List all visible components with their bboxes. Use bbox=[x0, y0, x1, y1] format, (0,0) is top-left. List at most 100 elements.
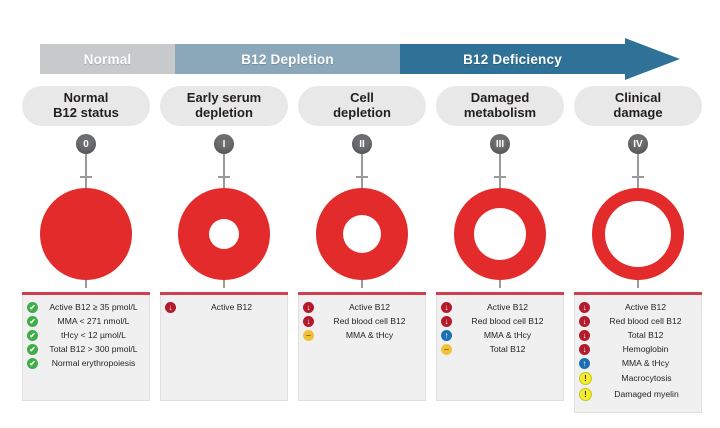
list-item: ↓ Active B12 bbox=[579, 302, 697, 313]
connector-stem bbox=[85, 154, 87, 180]
b12-store-donut-wrap bbox=[160, 180, 288, 288]
stage-badge: 0 bbox=[76, 134, 96, 154]
list-item: !Damaged myelin bbox=[579, 388, 697, 401]
stage-badge: IV bbox=[628, 134, 648, 154]
stage-badge-wrap: 0 bbox=[22, 126, 150, 180]
list-item-label: MMA & tHcy bbox=[345, 329, 394, 340]
panel-top-rule bbox=[574, 292, 702, 295]
stage-title-line2: damage bbox=[613, 105, 663, 120]
stage-title-line1: Normal bbox=[63, 90, 109, 106]
findings-list: ↓ Active B12 ↓ Red blood cell B12 ↓ Total B12… bbox=[574, 295, 702, 413]
panel-top-rule bbox=[22, 292, 150, 295]
stage-findings-panel: ↓Active B12↓Red blood cell B12↑MMA & tHc… bbox=[436, 292, 564, 401]
bar-segment-label: Normal bbox=[83, 51, 132, 67]
list-item: ✔tHcy < 12 µmol/L bbox=[27, 330, 145, 341]
arrow-down-icon: ↓ bbox=[441, 302, 452, 313]
list-item: ✔Total B12 > 300 pmol/L bbox=[27, 344, 145, 355]
arrow-down-icon: ↓ bbox=[303, 316, 314, 327]
list-item-label: Macrocytosis bbox=[621, 372, 672, 383]
b12-store-donut bbox=[592, 188, 684, 280]
stage-badge-wrap: III bbox=[436, 126, 564, 180]
check-icon: ✔ bbox=[27, 316, 38, 327]
list-item-label: tHcy < 12 µmol/L bbox=[61, 329, 126, 340]
list-item-label: MMA < 271 nmol/L bbox=[57, 315, 130, 326]
list-item: ↑ MMA & tHcy bbox=[579, 358, 697, 369]
b12-store-donut bbox=[40, 188, 132, 280]
stage-badge-wrap: I bbox=[160, 126, 288, 180]
list-item: –MMA & tHcy bbox=[303, 330, 421, 341]
list-item-label: Total B12 bbox=[627, 329, 664, 340]
connector-stem bbox=[637, 154, 639, 180]
arrow-down-icon: ↓ bbox=[579, 330, 590, 341]
connector-foot bbox=[632, 176, 644, 178]
progression-bar: Normal B12 Depletion B12 Deficiency bbox=[40, 38, 680, 80]
bar-segment-label: B12 Depletion bbox=[241, 51, 334, 67]
list-item-label: MMA & tHcy bbox=[621, 357, 670, 368]
list-item: ↓ Hemoglobin bbox=[579, 344, 697, 355]
arrow-down-icon: ↓ bbox=[303, 302, 314, 313]
connector-foot bbox=[80, 176, 92, 178]
check-icon: ✔ bbox=[27, 302, 38, 313]
bar-segment-deficiency: B12 Deficiency bbox=[400, 44, 625, 74]
stage-badge: I bbox=[214, 134, 234, 154]
check-icon: ✔ bbox=[27, 358, 38, 369]
stage-badge: III bbox=[490, 134, 510, 154]
dash-icon: – bbox=[441, 344, 452, 355]
stage-title-line2: depletion bbox=[333, 105, 391, 120]
donut-hole bbox=[209, 219, 239, 249]
arrow-down-icon: ↓ bbox=[441, 316, 452, 327]
list-item-label: Hemoglobin bbox=[622, 343, 669, 354]
bar-segment-normal: Normal bbox=[40, 44, 175, 74]
arrow-down-icon: ↓ bbox=[579, 344, 590, 355]
list-item: ↓Active B12 bbox=[441, 302, 559, 313]
list-item: ↓ Red blood cell B12 bbox=[303, 316, 421, 327]
list-item: ✔ Normal erythropoiesis bbox=[27, 358, 145, 369]
stage-title-line1: Damaged bbox=[470, 90, 530, 106]
list-item: ↑MMA & tHcy bbox=[441, 330, 559, 341]
list-item: ↓ Red blood cell B12 bbox=[441, 316, 559, 327]
stage-title-line2: metabolism bbox=[463, 105, 537, 120]
panel-top-rule bbox=[298, 292, 426, 295]
arrow-down-icon: ↓ bbox=[579, 302, 590, 313]
findings-list: ↓Active B12↓Red blood cell B12↑MMA & tHc… bbox=[436, 295, 564, 401]
warning-icon: ! bbox=[579, 372, 592, 385]
list-item-label: Red blood cell B12 bbox=[471, 315, 544, 326]
arrow-head-icon bbox=[625, 38, 680, 80]
list-item-label: Damaged myelin bbox=[614, 388, 679, 399]
list-item-label: Total B12 > 300 pmol/L bbox=[49, 343, 138, 354]
list-item: ✔Active B12 ≥ 35 pmol/L bbox=[27, 302, 145, 313]
list-item: ↓ Total B12 bbox=[579, 330, 697, 341]
arrow-up-icon: ↑ bbox=[579, 358, 590, 369]
list-item-label: Active B12 bbox=[348, 301, 391, 312]
donut-hole bbox=[605, 201, 671, 267]
b12-store-donut bbox=[178, 188, 270, 280]
findings-list: ↓ Active B12 ↓ Red blood cell B12 –MMA & tHc… bbox=[298, 295, 426, 401]
connector-foot bbox=[356, 176, 368, 178]
list-item-label: Total B12 bbox=[489, 343, 526, 354]
list-item: ↓Active B12 bbox=[165, 302, 283, 313]
list-item-label: Normal erythropoiesis bbox=[51, 357, 136, 368]
donut-hole bbox=[343, 215, 381, 253]
connector-foot bbox=[218, 176, 230, 178]
list-item: – Total B12 bbox=[441, 344, 559, 355]
bar-segment-label: B12 Deficiency bbox=[463, 51, 562, 67]
stage-title-line2: depletion bbox=[195, 105, 253, 120]
list-item-label: Red blood cell B12 bbox=[333, 315, 406, 326]
arrow-down-icon: ↓ bbox=[579, 316, 590, 327]
list-item-label: Red blood cell B12 bbox=[609, 315, 682, 326]
list-item: ✔ MMA < 271 nmol/L bbox=[27, 316, 145, 327]
panel-top-rule bbox=[160, 292, 288, 295]
stage-findings-panel: ↓Active B12 bbox=[160, 292, 288, 401]
b12-store-donut-wrap bbox=[22, 180, 150, 288]
panel-top-rule bbox=[436, 292, 564, 295]
list-item-label: Active B12 bbox=[624, 301, 667, 312]
